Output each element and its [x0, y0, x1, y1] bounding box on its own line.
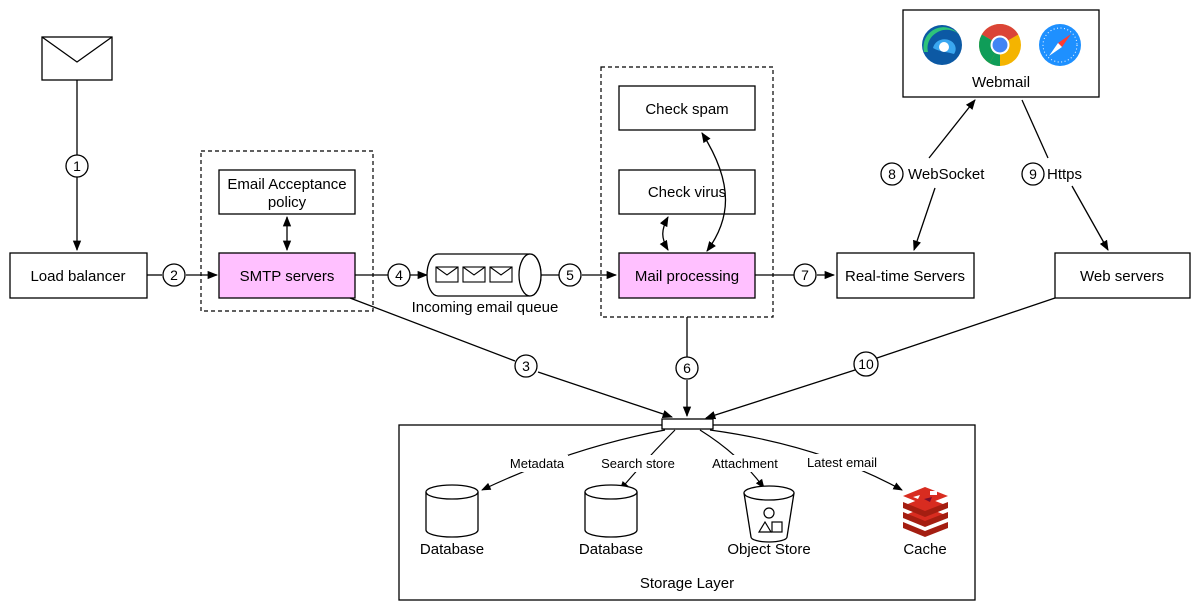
email-acceptance-policy-label-line2: policy	[268, 194, 307, 211]
smtp-servers-box: SMTP servers	[218, 252, 356, 299]
webmail-label: Webmail	[972, 74, 1030, 91]
edge-hub-database1	[481, 429, 666, 491]
storage-layer-boundary	[398, 424, 976, 601]
latest-email-label: Latest email	[807, 455, 877, 470]
database-2-label: Database	[579, 541, 643, 558]
step-5-badge: 5	[558, 263, 582, 287]
storage-hub	[661, 418, 714, 430]
search-store-label: Search store	[601, 456, 675, 471]
step-6-number: 6	[683, 360, 691, 376]
edge-step8-realtime	[913, 187, 936, 251]
object-store-label: Object Store	[727, 541, 810, 558]
cache-label: Cache	[903, 541, 946, 558]
redis-cache-icon	[903, 487, 948, 537]
edge-step3-storage	[537, 371, 673, 418]
queued-envelope-icon	[462, 266, 486, 283]
email-acceptance-policy-box: Email Acceptance policy	[218, 169, 356, 215]
step-3-number: 3	[522, 358, 530, 374]
queued-envelope-icon	[435, 266, 459, 283]
https-label: Https	[1047, 166, 1082, 183]
label-bg	[902, 163, 994, 185]
smtp-group-boundary	[200, 150, 374, 312]
label-bg	[598, 455, 678, 472]
label-bg	[506, 455, 568, 472]
edge-spam-mailprocessing	[701, 132, 727, 252]
edge-step10-storage	[705, 369, 856, 420]
edge-hub-cache	[709, 429, 903, 491]
envelope-icon	[41, 36, 113, 81]
step-10-badge: 10	[853, 351, 879, 377]
edge-smtp-step3	[349, 297, 516, 362]
edge-virus-mailprocessing	[659, 216, 669, 251]
object-store-icon	[743, 485, 795, 543]
step-1-number: 1	[73, 158, 81, 174]
chrome-browser-icon	[978, 23, 1021, 67]
step-3-badge: 3	[514, 354, 538, 378]
step-9-badge: 9 Https	[1021, 162, 1093, 186]
label-bg	[708, 455, 782, 472]
smtp-servers-label: SMTP servers	[240, 268, 335, 285]
step-8-badge: 8 WebSocket	[880, 162, 994, 186]
check-spam-label: Check spam	[645, 101, 728, 118]
edge-step8-webmail	[928, 99, 976, 159]
queued-envelope-icon	[489, 266, 513, 283]
step-2-number: 2	[170, 267, 178, 283]
step-4-number: 4	[395, 267, 403, 283]
edge-webmail-step9	[1021, 99, 1049, 159]
attachment-label: Attachment	[712, 456, 778, 471]
mail-processing-label: Mail processing	[635, 268, 739, 285]
step-5-number: 5	[566, 267, 574, 283]
step-9-number: 9	[1029, 166, 1037, 182]
step-7-number: 7	[801, 267, 809, 283]
realtime-servers-box: Real-time Servers	[836, 252, 975, 299]
webmail-box: Webmail	[902, 9, 1100, 98]
load-balancer-box: Load balancer	[9, 252, 148, 299]
storage-layer-label: Storage Layer	[640, 575, 734, 592]
websocket-label: WebSocket	[908, 166, 985, 183]
database-icon	[584, 484, 638, 538]
email-acceptance-policy-label-line1: Email Acceptance	[227, 176, 346, 193]
safari-browser-icon	[1039, 24, 1081, 66]
step-10-number: 10	[858, 356, 874, 372]
check-virus-box: Check virus	[618, 169, 756, 215]
edge-webservers-step10	[876, 297, 1056, 359]
check-virus-label: Check virus	[648, 184, 726, 201]
database-1-label: Database	[420, 541, 484, 558]
database-icon	[425, 484, 479, 538]
step-4-badge: 4	[387, 263, 411, 287]
web-servers-label: Web servers	[1080, 268, 1164, 285]
incoming-email-queue	[426, 253, 542, 297]
step-1-badge: 1	[65, 154, 89, 178]
web-servers-box: Web servers	[1054, 252, 1191, 299]
label-bg	[802, 454, 882, 471]
load-balancer-label: Load balancer	[30, 268, 125, 285]
mail-processing-box: Mail processing	[618, 252, 756, 299]
edge-step9-webservers	[1071, 185, 1109, 251]
metadata-label: Metadata	[510, 456, 565, 471]
incoming-email-queue-label: Incoming email queue	[412, 299, 559, 316]
edge-browser-icon	[922, 25, 962, 65]
label-bg	[1043, 163, 1093, 185]
realtime-servers-label: Real-time Servers	[845, 268, 965, 285]
step-8-number: 8	[888, 166, 896, 182]
step-6-badge: 6	[675, 356, 699, 380]
check-spam-box: Check spam	[618, 85, 756, 131]
step-7-badge: 7	[793, 263, 817, 287]
step-2-badge: 2	[162, 263, 186, 287]
